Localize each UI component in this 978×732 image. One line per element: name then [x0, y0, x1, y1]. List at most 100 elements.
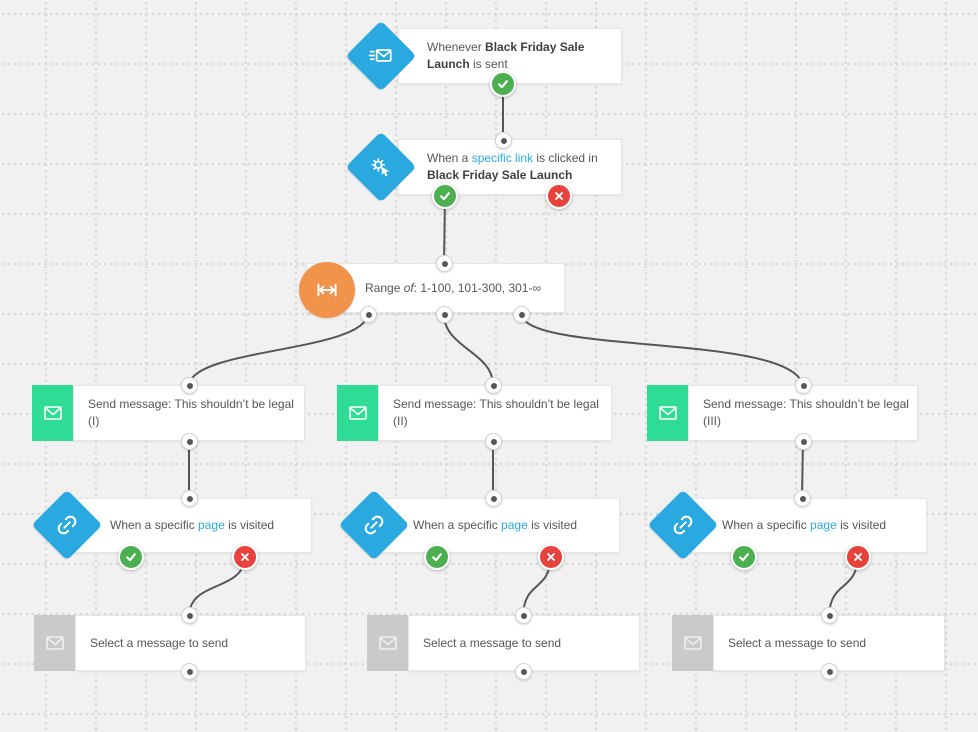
port-select2-in[interactable]: [515, 607, 532, 624]
envelope-icon: [683, 636, 702, 650]
success-badge-link-clicked[interactable]: [432, 183, 458, 209]
send-message-icon: [647, 385, 688, 441]
label-text: is visited: [527, 518, 578, 533]
label-text: is clicked in: [533, 151, 598, 166]
fail-badge-page2[interactable]: [538, 544, 564, 570]
success-badge-page2[interactable]: [424, 544, 450, 570]
page-link[interactable]: page: [810, 518, 837, 533]
email-sent-icon: [345, 20, 417, 92]
check-icon: [498, 80, 508, 89]
port-select1-out[interactable]: [181, 663, 198, 680]
label-text: is visited: [836, 518, 887, 533]
port-select1-in[interactable]: [181, 607, 198, 624]
port-link-clicked-in[interactable]: [495, 132, 512, 149]
success-badge-page1[interactable]: [118, 544, 144, 570]
email-sent-glyph: [368, 43, 394, 69]
node-send-message-2-label: Send message: This shouldn’t be legal (I…: [393, 397, 599, 428]
envelope-icon: [658, 406, 677, 420]
check-icon: [739, 553, 749, 562]
port-send3-in[interactable]: [795, 377, 812, 394]
port-send1-out[interactable]: [181, 433, 198, 450]
page-link-icon: [647, 489, 719, 561]
wire-range-to-branch-2: [443, 313, 494, 386]
port-page3-in[interactable]: [794, 490, 811, 507]
port-range-in[interactable]: [436, 255, 453, 272]
label-text: is sent: [469, 57, 508, 71]
success-badge-campaign-sent[interactable]: [490, 71, 516, 97]
label-text: : 1-100, 101-300, 301-∞: [413, 280, 542, 295]
send-message-icon: [337, 385, 378, 441]
chain-link-glyph: [54, 512, 80, 538]
select-message-icon: [367, 615, 408, 671]
port-send1-in[interactable]: [181, 377, 198, 394]
port-send2-out[interactable]: [485, 433, 502, 450]
node-select-message-3-label: Select a message to send: [728, 635, 867, 650]
label-text: When a specific: [413, 518, 502, 533]
link-click-icon: [345, 131, 417, 203]
fail-badge-page1[interactable]: [232, 544, 258, 570]
port-send3-out[interactable]: [795, 433, 812, 450]
label-text: Whenever: [427, 40, 486, 55]
check-icon: [432, 553, 442, 562]
x-icon: [555, 192, 563, 200]
page-link[interactable]: page: [501, 518, 528, 533]
port-page2-in[interactable]: [485, 490, 502, 507]
node-send-message-3-label: Send message: This shouldn’t be legal (I…: [703, 397, 909, 428]
port-select3-out[interactable]: [821, 663, 838, 680]
label-text: When a specific: [722, 518, 811, 533]
node-select-message-1-label: Select a message to send: [90, 635, 229, 650]
node-select-message-3[interactable]: Select a message to send: [713, 615, 945, 671]
page-link-icon: [338, 489, 410, 561]
port-page1-in[interactable]: [181, 490, 198, 507]
wire-send3-to-page3: [801, 440, 804, 499]
node-page-visited-2-label: When a specific page is visited: [413, 517, 577, 534]
page-link[interactable]: page: [198, 518, 225, 533]
campaign-name: Black Friday Sale Launch: [427, 40, 585, 71]
chain-link-glyph: [670, 512, 696, 538]
check-icon: [126, 553, 136, 562]
envelope-icon: [378, 636, 397, 650]
select-message-icon: [34, 615, 75, 671]
campaign-name: Black Friday Sale Launch: [427, 168, 573, 182]
node-page-visited-3[interactable]: When a specific page is visited: [687, 498, 927, 553]
envelope-icon: [43, 406, 62, 420]
chain-link-glyph: [361, 512, 387, 538]
node-page-visited-1-label: When a specific page is visited: [110, 517, 274, 534]
node-page-visited-2[interactable]: When a specific page is visited: [378, 498, 620, 553]
node-send-message-2[interactable]: Send message: This shouldn’t be legal (I…: [378, 385, 612, 441]
port-select3-in[interactable]: [821, 607, 838, 624]
node-campaign-sent-label: Whenever Black Friday Sale Launch is sen…: [427, 39, 615, 73]
node-link-clicked-label: When a specific link is clicked in Black…: [427, 150, 617, 184]
envelope-icon: [348, 406, 367, 420]
node-select-message-2-label: Select a message to send: [423, 635, 562, 650]
select-message-icon: [672, 615, 713, 671]
port-range-out-3[interactable]: [513, 306, 530, 323]
node-page-visited-3-label: When a specific page is visited: [722, 517, 886, 534]
x-icon: [547, 553, 555, 561]
label-text: When a: [427, 151, 472, 166]
link-click-glyph: [368, 154, 394, 180]
port-range-out-1[interactable]: [360, 306, 377, 323]
success-badge-page3[interactable]: [731, 544, 757, 570]
node-send-message-1[interactable]: Send message: This shouldn’t be legal (I…: [73, 385, 305, 441]
port-select2-out[interactable]: [515, 663, 532, 680]
fail-badge-page3[interactable]: [845, 544, 871, 570]
node-range-label: Range of: 1-100, 101-300, 301-∞: [365, 280, 541, 297]
port-send2-in[interactable]: [485, 377, 502, 394]
node-send-message-1-label: Send message: This shouldn’t be legal (I…: [88, 397, 294, 428]
specific-link-link[interactable]: specific link: [471, 151, 534, 166]
node-link-clicked[interactable]: When a specific link is clicked in Black…: [398, 139, 622, 195]
range-glyph: [317, 283, 337, 297]
node-page-visited-1[interactable]: When a specific page is visited: [75, 498, 312, 553]
label-text: of: [403, 280, 414, 295]
range-icon: [299, 262, 355, 318]
x-icon: [241, 553, 249, 561]
port-range-out-2[interactable]: [436, 306, 453, 323]
wire-range-to-branch-1: [188, 313, 369, 386]
fail-badge-link-clicked[interactable]: [546, 183, 572, 209]
node-send-message-3[interactable]: Send message: This shouldn’t be legal (I…: [688, 385, 918, 441]
check-icon: [440, 192, 450, 201]
label-text: is visited: [224, 518, 275, 533]
page-link-icon: [31, 489, 103, 561]
